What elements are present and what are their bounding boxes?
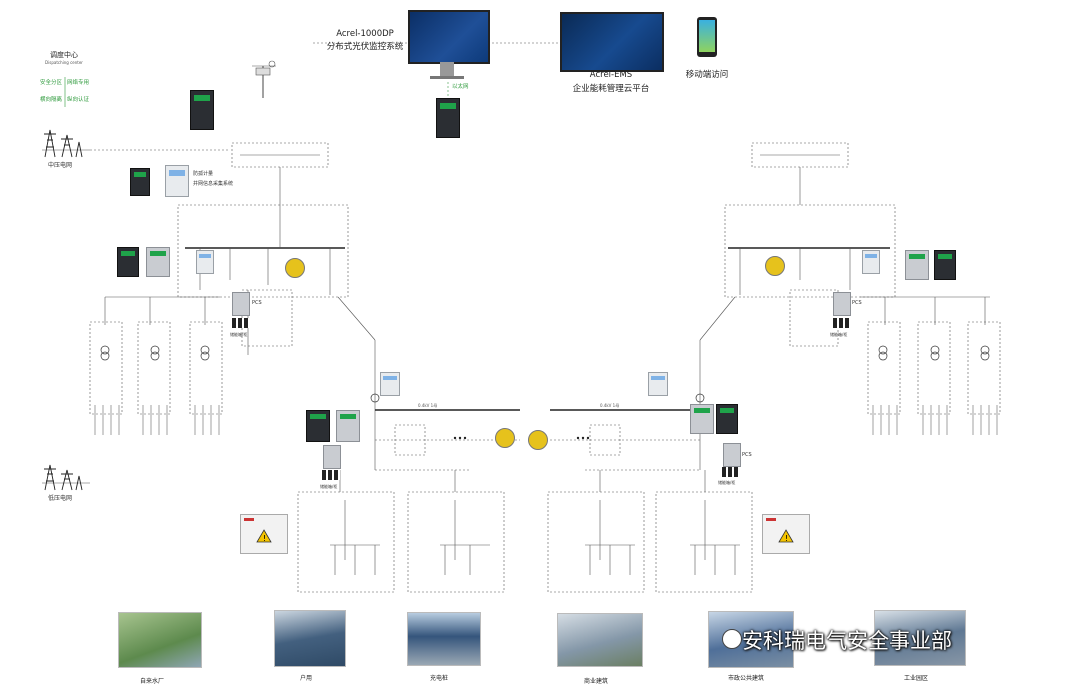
site-caption-residential: 户用	[300, 675, 313, 682]
meter-left-bus	[196, 250, 214, 274]
pv-system-name: 分布式光伏监控系统	[326, 42, 404, 52]
bus-label-right: 0.4kV 1母	[600, 403, 620, 408]
sensor-center-right	[528, 430, 548, 450]
svg-text:!: !	[785, 534, 788, 543]
low-voltage-grid-label: 低压电网	[48, 495, 73, 502]
pcs-cabinet-center-left	[323, 445, 341, 469]
sensor-right-bus	[765, 256, 785, 276]
gateway-device-left	[190, 90, 214, 130]
battery-right	[833, 318, 851, 328]
svg-text:!: !	[263, 534, 266, 543]
site-caption-commercial: 商业建筑	[584, 678, 609, 685]
meter-right-bus	[862, 250, 880, 274]
dispatch-item-3: 横向隔离	[40, 97, 63, 103]
pv-monitor-stand	[440, 62, 454, 76]
ems-model: Acrel-EMS	[589, 70, 633, 80]
sensor-center-left	[495, 428, 515, 448]
sensor-left-bus	[285, 258, 305, 278]
distribution-cabinet-left: !	[240, 514, 288, 554]
warning-icon: !	[778, 529, 794, 543]
battery-center-right	[722, 467, 740, 477]
site-photo-charging	[407, 612, 481, 666]
watermark-text: 安科瑞电气安全事业部	[742, 629, 952, 653]
protection-relay-center-left-1	[306, 410, 330, 442]
storage-label-center-left: 储能箱/柜	[320, 484, 338, 489]
protection-relay-center-right-1	[690, 404, 714, 434]
ethernet-label: 以太网	[452, 84, 469, 90]
protection-relay-left-2	[146, 247, 170, 277]
meter-center-left	[380, 372, 400, 396]
dispatch-item-1: 安全分区	[40, 80, 63, 86]
battery-center-left	[322, 470, 340, 480]
dispatch-item-4: 纵向认证	[67, 97, 90, 103]
dispatch-center-title: 调度中心	[50, 51, 78, 59]
storage-label-right: 储能箱/柜	[830, 332, 848, 337]
pcs-label-right: PCS	[852, 300, 862, 306]
meter-center-right	[648, 372, 668, 396]
pcs-label-center-right: PCS	[742, 452, 752, 458]
bus-label-left: 0.4kV 1母	[418, 403, 438, 408]
storage-label-left: 储能箱/柜	[230, 332, 248, 337]
dispatch-center-subtitle: Dispatching center	[45, 60, 83, 65]
battery-left	[232, 318, 250, 328]
distribution-cabinet-right: !	[762, 514, 810, 554]
site-photo-waterworks	[118, 612, 202, 668]
wechat-icon	[722, 629, 742, 649]
meter-caption-1: 防孤计量	[193, 171, 214, 177]
protection-relay-left-top	[130, 168, 150, 196]
pcs-label-left: PCS	[252, 300, 262, 306]
weather-station-icon	[250, 58, 280, 98]
pv-system-model: Acrel-1000DP	[336, 29, 394, 39]
site-caption-charging: 充电桩	[430, 675, 449, 682]
mobile-phone-icon	[697, 17, 717, 57]
pcs-cabinet-left	[232, 292, 250, 316]
protection-relay-right-2	[934, 250, 956, 280]
ems-name: 企业能耗管理云平台	[572, 84, 650, 94]
pcs-cabinet-right	[833, 292, 851, 316]
mid-voltage-grid-label: 中压电网	[48, 162, 73, 169]
site-photo-residential	[274, 610, 346, 667]
site-photo-commercial	[557, 613, 643, 667]
ems-screen	[560, 12, 664, 72]
dispatch-center: 调度中心 Dispatching center	[30, 50, 98, 65]
protection-relay-center-left-2	[336, 410, 360, 442]
dispatch-arrows	[64, 77, 66, 107]
site-caption-industrial: 工业园区	[904, 675, 929, 682]
acquisition-meter-left	[165, 165, 189, 197]
site-photo-industrial	[874, 610, 966, 666]
mobile-access-label: 移动端访问	[685, 70, 729, 80]
protection-relay-left-1	[117, 247, 139, 277]
pv-monitor-screen	[408, 10, 490, 64]
meter-caption-2: 并网信息采集系统	[193, 181, 234, 187]
pcs-cabinet-center-right	[723, 443, 741, 467]
warning-icon: !	[256, 529, 272, 543]
site-caption-municipal: 市政公共建筑	[728, 675, 765, 682]
dispatch-item-2: 网络专用	[67, 80, 90, 86]
storage-label-center-right: 储能箱/柜	[718, 480, 736, 485]
protection-relay-center-right-2	[716, 404, 738, 434]
gateway-device-center	[436, 98, 460, 138]
protection-relay-right-1	[905, 250, 929, 280]
pv-monitor-base	[430, 76, 464, 79]
site-caption-waterworks: 自来水厂	[140, 678, 165, 685]
